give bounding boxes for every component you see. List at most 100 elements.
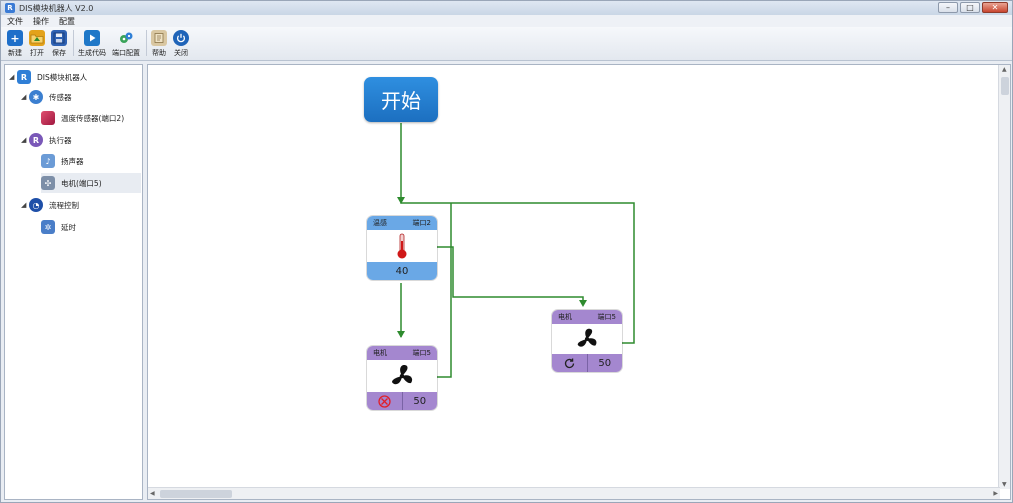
new-label: 新建 xyxy=(8,49,22,57)
window-title: DIS模块机器人 V2.0 xyxy=(19,3,94,13)
folder-icon xyxy=(29,30,45,46)
start-block[interactable]: 开始 xyxy=(364,77,438,122)
toolbar-separator xyxy=(146,30,147,56)
new-button[interactable]: + 新建 xyxy=(7,30,23,58)
block-header: 温感 端口2 xyxy=(367,216,437,230)
tree-node-label: 温度传感器(端口2) xyxy=(61,113,125,123)
collapse-arrow-icon[interactable]: ◢ xyxy=(21,93,27,101)
app-icon: R xyxy=(5,3,15,13)
close-label: 关闭 xyxy=(174,49,188,57)
generate-code-label: 生成代码 xyxy=(78,49,106,57)
block-port: 端口5 xyxy=(597,313,616,321)
collapse-arrow-icon[interactable]: ◢ xyxy=(9,73,15,81)
vertical-scrollbar[interactable]: ▲ ▼ xyxy=(998,65,1010,489)
tree-node-label: 延时 xyxy=(61,222,76,232)
connector-temp-to-motor-b xyxy=(436,246,584,305)
tree-node-label: DIS模块机器人 xyxy=(37,72,88,82)
generate-code-button[interactable]: 生成代码 xyxy=(78,30,106,58)
actuator-category-icon: R xyxy=(29,133,43,147)
close-window-button[interactable]: ✕ xyxy=(982,2,1008,13)
menu-file[interactable]: 文件 xyxy=(7,16,23,26)
tree-node-root[interactable]: ◢ R DIS模块机器人 xyxy=(9,67,87,87)
motor-block-stop[interactable]: 电机 端口5 50 xyxy=(366,345,438,411)
power-icon xyxy=(173,30,189,46)
fan-icon xyxy=(392,365,413,385)
block-body xyxy=(367,360,437,392)
minimize-button[interactable]: – xyxy=(938,2,958,13)
menu-operate[interactable]: 操作 xyxy=(33,16,49,26)
temperature-sensor-icon xyxy=(41,111,55,125)
tree-node-actuators[interactable]: ◢ R 执行器 xyxy=(21,130,72,150)
block-footer: 50 xyxy=(552,354,622,372)
block-header: 电机 端口5 xyxy=(552,310,622,324)
stop-icon[interactable] xyxy=(367,392,403,410)
title-bar: R DIS模块机器人 V2.0 – □ ✕ xyxy=(1,1,1012,15)
horizontal-scroll-thumb[interactable] xyxy=(160,490,232,498)
tree-node-label: 流程控制 xyxy=(49,200,79,210)
delay-clock-icon: ✲ xyxy=(41,220,55,234)
vertical-scroll-thumb[interactable] xyxy=(1001,77,1009,95)
block-value[interactable]: 50 xyxy=(413,395,427,407)
block-header: 电机 端口5 xyxy=(367,346,437,360)
arrow-head xyxy=(579,300,587,307)
speaker-icon: ♪ xyxy=(41,154,55,168)
block-body xyxy=(367,230,437,262)
tree-node-temp-sensor[interactable]: 温度传感器(端口2) xyxy=(41,108,124,128)
block-body xyxy=(552,324,622,354)
arrow-head xyxy=(397,331,405,338)
save-button[interactable]: 保存 xyxy=(51,30,67,58)
rotate-icon[interactable] xyxy=(552,354,588,372)
collapse-arrow-icon[interactable]: ◢ xyxy=(21,136,27,144)
help-button[interactable]: 帮助 xyxy=(151,30,167,58)
maximize-button[interactable]: □ xyxy=(960,2,980,13)
tree-node-sensors[interactable]: ◢ ✱ 传感器 xyxy=(21,87,72,107)
horizontal-scrollbar[interactable]: ◀ ▶ xyxy=(148,487,1000,499)
sensor-category-icon: ✱ xyxy=(29,90,43,104)
module-tree: ◢ R DIS模块机器人 ◢ ✱ 传感器 温度传感器(端口2) ◢ R 执行器 … xyxy=(4,64,143,500)
block-port: 端口2 xyxy=(412,219,431,227)
block-port: 端口5 xyxy=(412,349,431,357)
tree-node-motor[interactable]: ✣ 电机(端口5) xyxy=(41,173,141,193)
temperature-sensor-block[interactable]: 温感 端口2 40 xyxy=(366,215,438,281)
block-value[interactable]: 50 xyxy=(598,357,612,369)
menu-config[interactable]: 配置 xyxy=(59,16,75,26)
motor-block-rotate[interactable]: 电机 端口5 50 xyxy=(551,309,623,373)
floppy-icon xyxy=(51,30,67,46)
tree-node-delay[interactable]: ✲ 延时 xyxy=(41,217,76,237)
save-label: 保存 xyxy=(52,49,66,57)
thermometer-icon xyxy=(397,233,407,259)
tree-node-label: 传感器 xyxy=(49,92,72,102)
scroll-up-icon[interactable]: ▲ xyxy=(1002,66,1007,73)
port-config-button[interactable]: 端口配置 xyxy=(112,30,140,58)
flow-control-icon: ◔ xyxy=(29,198,43,212)
arrow-head xyxy=(397,197,405,204)
robot-logo-icon: R xyxy=(17,70,31,84)
tree-node-label: 电机(端口5) xyxy=(61,178,102,188)
tree-node-speaker[interactable]: ♪ 扬声器 xyxy=(41,151,84,171)
window-controls: – □ ✕ xyxy=(938,2,1008,13)
help-book-icon xyxy=(151,30,167,46)
flow-canvas[interactable]: 开始 温感 端口2 40 电机 端口5 xyxy=(147,64,1011,500)
collapse-arrow-icon[interactable]: ◢ xyxy=(21,201,27,209)
open-label: 打开 xyxy=(30,49,44,57)
scroll-left-icon[interactable]: ◀ xyxy=(150,490,155,497)
block-footer: 50 xyxy=(367,392,437,410)
toolbar: + 新建 打开 保存 生成代码 端口配置 xyxy=(1,27,1012,61)
play-icon xyxy=(84,30,100,46)
open-button[interactable]: 打开 xyxy=(29,30,45,58)
scroll-down-icon[interactable]: ▼ xyxy=(1002,481,1007,488)
close-button[interactable]: 关闭 xyxy=(173,30,189,58)
help-label: 帮助 xyxy=(152,49,166,57)
connector-layer xyxy=(397,123,635,378)
scroll-right-icon[interactable]: ▶ xyxy=(993,490,998,497)
block-value[interactable]: 40 xyxy=(367,262,437,280)
port-config-label: 端口配置 xyxy=(112,49,140,57)
fan-icon xyxy=(577,328,597,347)
tree-node-label: 执行器 xyxy=(49,135,72,145)
fan-motor-icon: ✣ xyxy=(41,176,55,190)
block-name: 温感 xyxy=(373,219,387,227)
tree-node-flow-control[interactable]: ◢ ◔ 流程控制 xyxy=(21,195,79,215)
toolbar-separator xyxy=(73,30,74,56)
gear-cluster-icon xyxy=(118,30,134,46)
